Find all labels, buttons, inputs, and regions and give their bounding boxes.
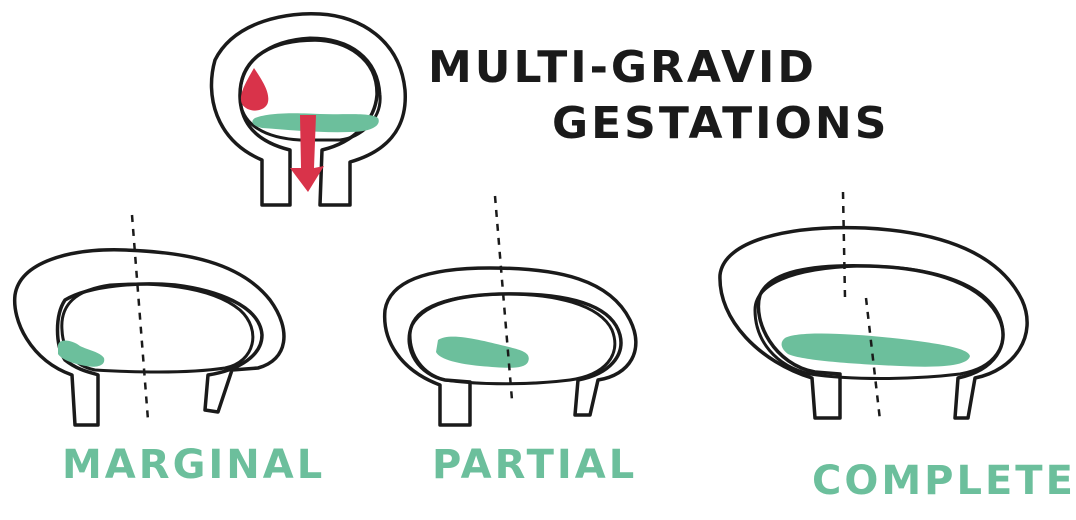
placenta-mark bbox=[781, 333, 970, 367]
label-partial: PARTIAL bbox=[432, 442, 637, 488]
arrow-down-icon bbox=[290, 115, 324, 192]
placenta-mark bbox=[436, 336, 529, 368]
label-marginal: MARGINAL bbox=[62, 442, 325, 488]
uterus-marginal-icon bbox=[12, 214, 286, 427]
uterus-complete-icon bbox=[718, 191, 1029, 421]
blood-drop-icon bbox=[240, 68, 269, 111]
placenta-mark bbox=[58, 340, 105, 367]
title-line-1: MULTI-GRAVID bbox=[428, 42, 817, 93]
label-complete: COMPLETE bbox=[812, 458, 1076, 504]
title-line-2: GESTATIONS bbox=[552, 98, 889, 149]
uterus-partial-icon bbox=[382, 195, 638, 427]
uterus-main-icon bbox=[209, 11, 407, 207]
